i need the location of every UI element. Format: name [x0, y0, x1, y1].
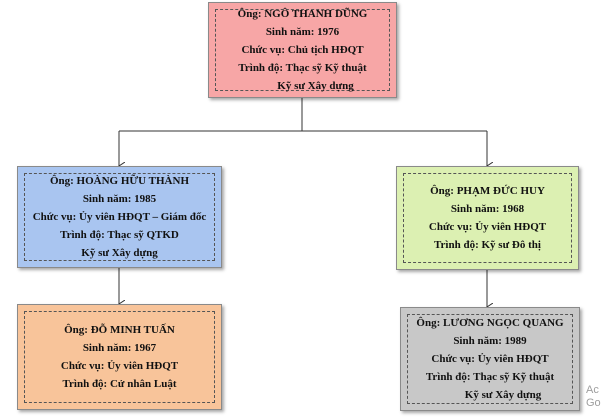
- node-do-minh-tuan: Ông: ĐỖ MINH TUẤN Sinh năm: 1967 Chức vụ…: [17, 304, 222, 410]
- person-name: Ông: NGÔ THANH DŨNG: [237, 8, 368, 20]
- birth-year: Sinh năm: 1985: [82, 193, 157, 205]
- birth-year: Sinh năm: 1989: [453, 335, 527, 347]
- qualification: Trình độ: Thạc sỹ Kỹ thuật: [238, 62, 367, 74]
- qualification-secondary: Kỹ sư Xây dựng: [81, 247, 158, 259]
- node-inner: Ông: HOÀNG HỮU THÀNH Sinh năm: 1985 Chức…: [24, 173, 215, 261]
- birth-year: Sinh năm: 1976: [265, 26, 340, 38]
- node-inner: Ông: NGÔ THANH DŨNG Sinh năm: 1976 Chức …: [215, 8, 390, 92]
- watermark-line: Ac: [586, 384, 599, 396]
- node-pham-duc-huy: Ông: PHẠM ĐỨC HUY Sinh năm: 1968 Chức vụ…: [396, 166, 579, 270]
- birth-year: Sinh năm: 1967: [82, 342, 157, 354]
- node-ngo-thanh-dung: Ông: NGÔ THANH DŨNG Sinh năm: 1976 Chức …: [208, 2, 397, 98]
- qualification-secondary: Kỹ sư Xây dựng: [464, 389, 542, 401]
- job-position: Chức vụ: Ủy viên HĐQT: [431, 353, 549, 365]
- node-luong-ngoc-quang: Ông: LƯƠNG NGỌC QUANG Sinh năm: 1989 Chứ…: [400, 307, 580, 411]
- job-position: Chức vụ: Chủ tịch HĐQT: [241, 44, 364, 56]
- qualification-secondary: Kỹ sư Xây dựng: [277, 80, 354, 92]
- qualification: Trình độ: Cử nhân Luật: [62, 378, 177, 390]
- person-name: Ông: HOÀNG HỮU THÀNH: [49, 175, 190, 187]
- node-inner: Ông: PHẠM ĐỨC HUY Sinh năm: 1968 Chức vụ…: [403, 173, 572, 263]
- job-position: Chức vụ: Ủy viên HĐQT: [428, 221, 547, 233]
- node-hoang-huu-thanh: Ông: HOÀNG HỮU THÀNH Sinh năm: 1985 Chức…: [17, 166, 222, 268]
- qualification: Trình độ: Thạc sỹ QTKD: [60, 229, 179, 241]
- node-inner: Ông: ĐỖ MINH TUẤN Sinh năm: 1967 Chức vụ…: [24, 311, 215, 403]
- activation-watermark: Ac Go: [586, 384, 601, 410]
- person-name: Ông: LƯƠNG NGỌC QUANG: [416, 317, 564, 329]
- job-position: Chức vụ: Ủy viên HĐQT: [60, 360, 179, 372]
- job-position: Chức vụ: Ủy viên HĐQT – Giám đốc: [32, 211, 207, 223]
- person-name: Ông: ĐỖ MINH TUẤN: [64, 324, 175, 336]
- person-name: Ông: PHẠM ĐỨC HUY: [430, 185, 545, 197]
- watermark-line: Go: [586, 397, 601, 409]
- node-inner: Ông: LƯƠNG NGỌC QUANG Sinh năm: 1989 Chứ…: [407, 314, 573, 404]
- qualification: Trình độ: Thạc sỹ Kỹ thuật: [425, 371, 555, 383]
- birth-year: Sinh năm: 1968: [450, 203, 525, 215]
- qualification: Trình độ: Kỹ sư Đô thị: [434, 239, 541, 251]
